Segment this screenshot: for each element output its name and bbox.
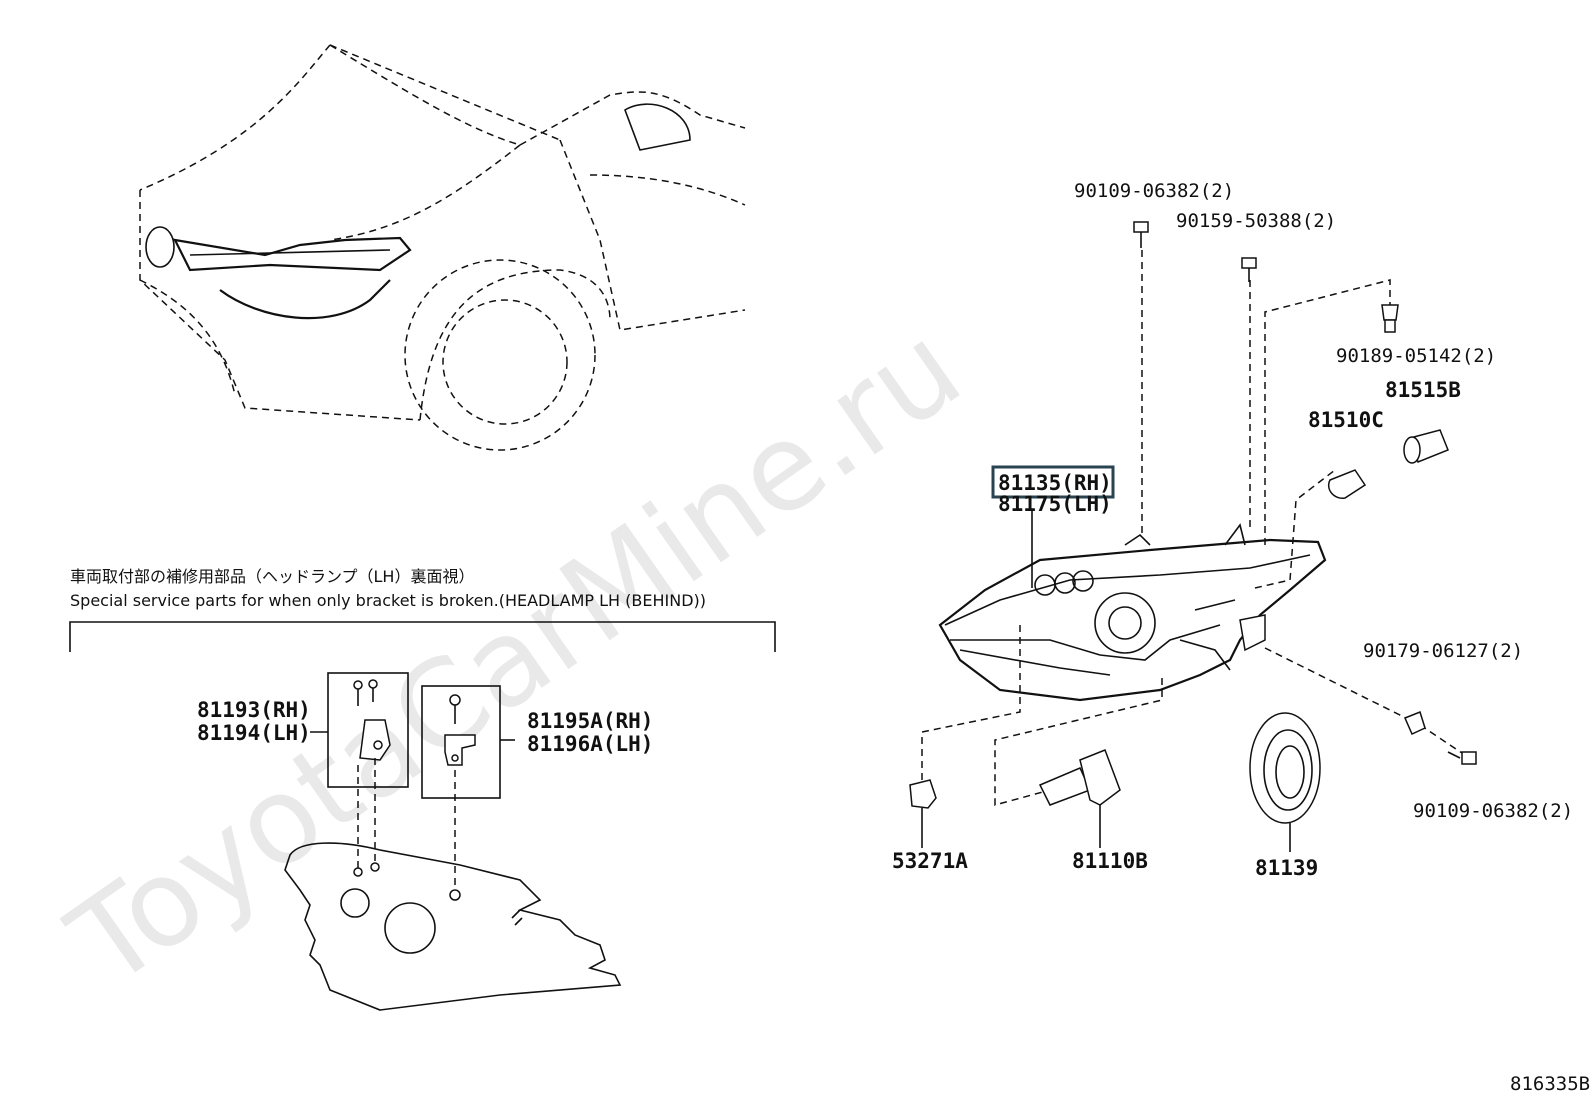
bulb-81510c-icon: [1328, 469, 1367, 499]
bracket-kit-rh-box: [327, 672, 409, 788]
headlamp-lh-outline: [284, 842, 622, 1011]
note-english: Special service parts for when only brac…: [70, 591, 706, 610]
watermark: ToyotaCarMine.ru: [46, 299, 985, 1015]
label-81196a[interactable]: 81196A(LH): [527, 732, 653, 756]
label-81110b[interactable]: 81110B: [1072, 849, 1148, 873]
label-81139[interactable]: 81139: [1255, 856, 1318, 880]
label-81193[interactable]: 81193(RH): [197, 698, 311, 722]
cover-81139-icon: [1249, 712, 1321, 852]
label-90109-top[interactable]: 90109-06382(2): [1074, 180, 1234, 202]
bulb-81110b-icon: [1038, 749, 1121, 848]
bracket-lh-icon: [444, 694, 476, 766]
label-81515b[interactable]: 81515B: [1385, 378, 1461, 402]
part-highlight-box: [991, 465, 1115, 499]
headlamp-assembly: [938, 523, 1327, 702]
clip-53271a-icon: [909, 779, 937, 848]
label-90189[interactable]: 90189-05142(2): [1336, 345, 1496, 367]
label-90179[interactable]: 90179-06127(2): [1363, 640, 1523, 662]
figure-id: 816335B: [1510, 1073, 1590, 1095]
label-81135[interactable]: 81135(RH): [998, 471, 1112, 495]
nut-90179-icon: [1404, 711, 1426, 736]
note-japanese: 車両取付部の補修用部品（ヘッドランプ（LH）裏面視）: [70, 567, 474, 586]
label-81195a[interactable]: 81195A(RH): [527, 709, 653, 733]
car-front-illustration: [139, 44, 746, 451]
label-53271a[interactable]: 53271A: [892, 849, 968, 873]
screw-90159-icon: [1241, 257, 1257, 282]
bracket-kit-lh-box: [421, 685, 501, 799]
bracket-rh-icon: [353, 679, 391, 761]
label-81510c[interactable]: 81510C: [1308, 408, 1384, 432]
label-90109-bottom[interactable]: 90109-06382(2): [1413, 800, 1573, 822]
socket-81515b-icon: [1403, 429, 1449, 464]
screw-90109-top-icon: [1133, 221, 1149, 248]
label-81175[interactable]: 81175(LH): [998, 492, 1112, 516]
screw-90109-bottom-icon: [1447, 751, 1477, 765]
label-81194[interactable]: 81194(LH): [197, 721, 311, 745]
clip-90189-icon: [1381, 304, 1399, 333]
label-90159[interactable]: 90159-50388(2): [1176, 210, 1336, 232]
